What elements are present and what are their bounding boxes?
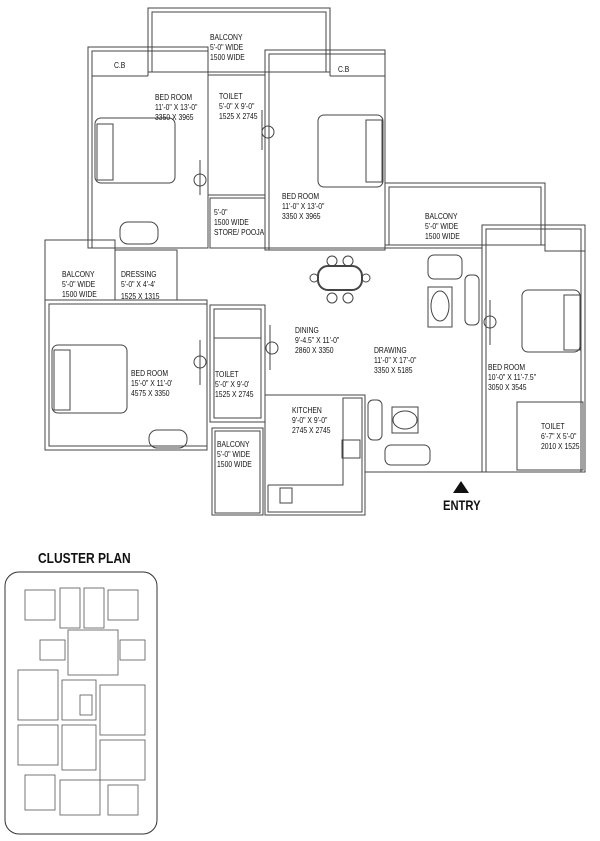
cluster-plan-title: CLUSTER PLAN [38,550,131,567]
cb-right-label: C.B [338,65,350,74]
entry-label: ENTRY [443,497,481,513]
cb-left-label: C.B [114,61,126,70]
